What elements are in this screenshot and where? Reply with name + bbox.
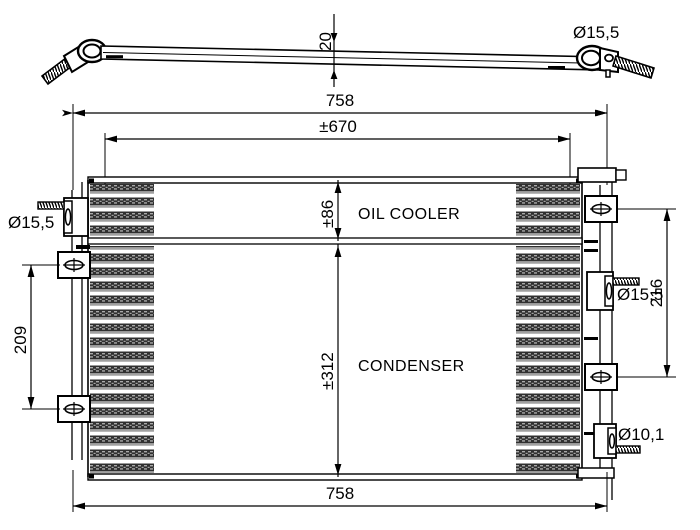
fin-block-left-lower (90, 246, 154, 473)
right-bracket-lower (584, 363, 618, 391)
left-bracket-lower (57, 395, 91, 423)
section-divider (87, 237, 583, 245)
dimension-right-bracket-spacing: 216 (617, 208, 676, 378)
dimension-oil-cooler-height: ±86 (318, 180, 342, 241)
rod-right-thread-icon (612, 54, 655, 80)
label-oil-cooler: OIL COOLER (358, 206, 460, 223)
fin-block-left-upper (90, 184, 154, 238)
dim-209-label: 209 (11, 326, 30, 354)
fin-block-right-lower (516, 246, 580, 473)
label-condenser: CONDENSER (358, 358, 465, 375)
dim-216-label: 216 (647, 279, 666, 307)
dim-right-outlet-diameter-label: Ø10,1 (618, 425, 664, 444)
condenser-core (87, 176, 583, 481)
dim-670-label: ±670 (319, 117, 357, 136)
dim-20-label: 20 (316, 32, 335, 51)
dim-758-bottom-label: 758 (326, 484, 354, 503)
right-port-thread-icon (612, 277, 640, 286)
dimension-condenser-height: ±312 (318, 244, 342, 477)
dim-right-port-diameter-label: Ø15,5 (617, 285, 663, 304)
right-bracket-upper (584, 195, 618, 223)
dimension-overall-width-bottom: 758 (72, 470, 608, 512)
right-outlet-thread-icon (615, 445, 641, 454)
fin-block-right-upper (516, 184, 580, 238)
left-port-thread-icon (37, 201, 65, 210)
dimension-core-width: ±670 (104, 117, 571, 186)
dim-left-port-diameter-label: Ø15,5 (8, 213, 54, 232)
right-outlet-port: Ø10,1 (593, 423, 664, 459)
dimension-rod-thickness: 20 (316, 14, 338, 87)
dim-86-label: ±86 (318, 200, 337, 228)
dimension-overall-width-top: 758 (62, 91, 608, 190)
mounting-rod-assembly (40, 38, 655, 86)
dimension-left-bracket-spacing: 209 (11, 264, 60, 410)
dim-top-hole-diameter-label: Ø15,5 (573, 23, 619, 42)
left-bracket-upper (57, 251, 91, 279)
right-inlet-port: Ø15,5 (586, 271, 663, 311)
dim-758-top-label: 758 (326, 91, 354, 110)
dim-312-label: ±312 (318, 352, 337, 390)
